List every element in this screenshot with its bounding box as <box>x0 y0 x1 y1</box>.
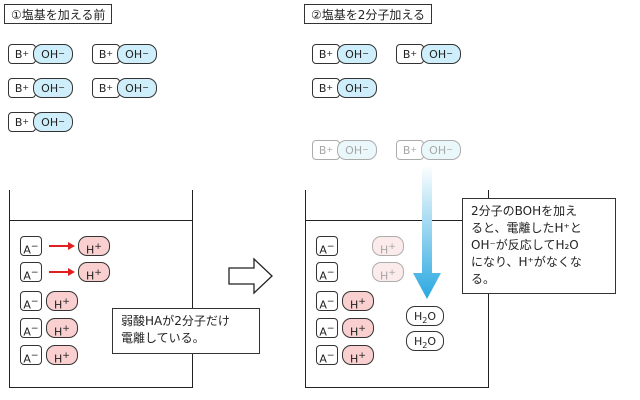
base-pair-added: B+OH− <box>312 140 377 160</box>
oh-anion: OH− <box>33 78 73 98</box>
a-anion: A− <box>20 318 42 339</box>
oh-anion: OH− <box>337 44 377 64</box>
base-pair: B+OH− <box>8 44 73 64</box>
oh-anion: OH− <box>33 112 73 132</box>
a-anion: A− <box>316 236 338 257</box>
dissociation-arrow <box>49 242 75 250</box>
b-cation: B+ <box>312 78 340 98</box>
oh-anion: OH− <box>337 78 377 98</box>
b-cation: B+ <box>8 78 36 98</box>
a-anion: A− <box>316 262 338 283</box>
water-molecule: H2O <box>406 331 444 351</box>
b-cation: B+ <box>8 112 36 132</box>
oh-anion: OH− <box>337 140 377 160</box>
right-panel-title: ②塩基を2分子加える <box>304 4 433 24</box>
right-note: 2分子のBOHを加え ると、電離したH⁺と OH⁻が反応してH₂O になり、H⁺… <box>462 198 616 294</box>
oh-anion: OH− <box>117 44 157 64</box>
b-cation: B+ <box>92 44 120 64</box>
transition-arrow <box>228 257 273 295</box>
water-surface <box>306 220 488 221</box>
water-surface <box>10 220 192 221</box>
oh-anion: OH− <box>421 140 461 160</box>
h-cation: H+ <box>46 345 78 366</box>
a-anion: A− <box>20 291 42 312</box>
b-cation: B+ <box>8 44 36 64</box>
water-molecule: H2O <box>406 306 444 326</box>
oh-anion: OH− <box>421 44 461 64</box>
a-anion: A− <box>316 345 338 366</box>
base-pair: B+OH− <box>92 44 157 64</box>
base-pair: B+OH− <box>312 44 377 64</box>
a-anion: A− <box>20 236 42 257</box>
dissociation-arrow <box>49 268 75 276</box>
h-cation: H+ <box>78 236 110 257</box>
oh-anion: OH− <box>33 44 73 64</box>
base-pair: B+OH− <box>312 78 377 98</box>
oh-anion: OH− <box>117 78 157 98</box>
base-pair: B+OH− <box>8 112 73 132</box>
a-anion: A− <box>316 291 338 312</box>
base-pair: B+OH− <box>8 78 73 98</box>
b-cation: B+ <box>396 44 424 64</box>
h-cation: H+ <box>78 262 110 283</box>
a-anion: A− <box>20 345 42 366</box>
h-cation: H+ <box>342 291 374 312</box>
b-cation: B+ <box>92 78 120 98</box>
base-pair-added: B+OH− <box>396 140 461 160</box>
a-anion: A− <box>316 318 338 339</box>
left-note: 弱酸HAが2分子だけ 電離している。 <box>112 308 260 354</box>
b-cation: B+ <box>396 140 424 160</box>
left-panel-title: ①塩基を加える前 <box>4 4 113 24</box>
h-cation: H+ <box>342 345 374 366</box>
h-cation: H+ <box>46 318 78 339</box>
base-pair: B+OH− <box>396 44 461 64</box>
left-beaker <box>9 190 193 388</box>
h-cation: H+ <box>46 291 78 312</box>
h-cation: H+ <box>342 318 374 339</box>
add-base-arrow <box>413 165 441 299</box>
base-pair: B+OH− <box>92 78 157 98</box>
h-cation-removed: H+ <box>372 262 404 283</box>
a-anion: A− <box>20 262 42 283</box>
b-cation: B+ <box>312 44 340 64</box>
h-cation-removed: H+ <box>372 236 404 257</box>
b-cation: B+ <box>312 140 340 160</box>
